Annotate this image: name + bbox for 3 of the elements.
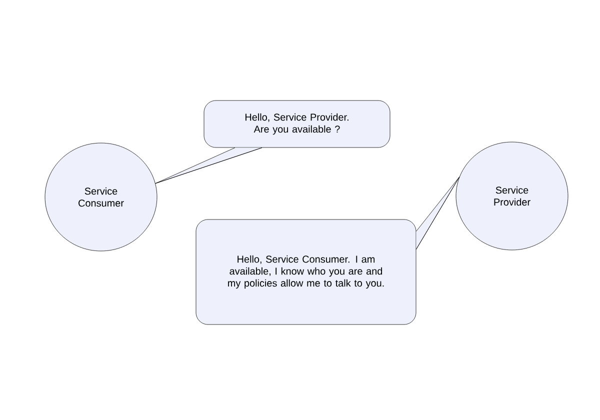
- circle-node: Service Consumer: [44, 142, 158, 252]
- speech-tail: [155, 148, 262, 184]
- speech-bubble: Hello, Service Consumer. I am available, I know who you are and my policies allow me to talk to you.: [196, 219, 416, 325]
